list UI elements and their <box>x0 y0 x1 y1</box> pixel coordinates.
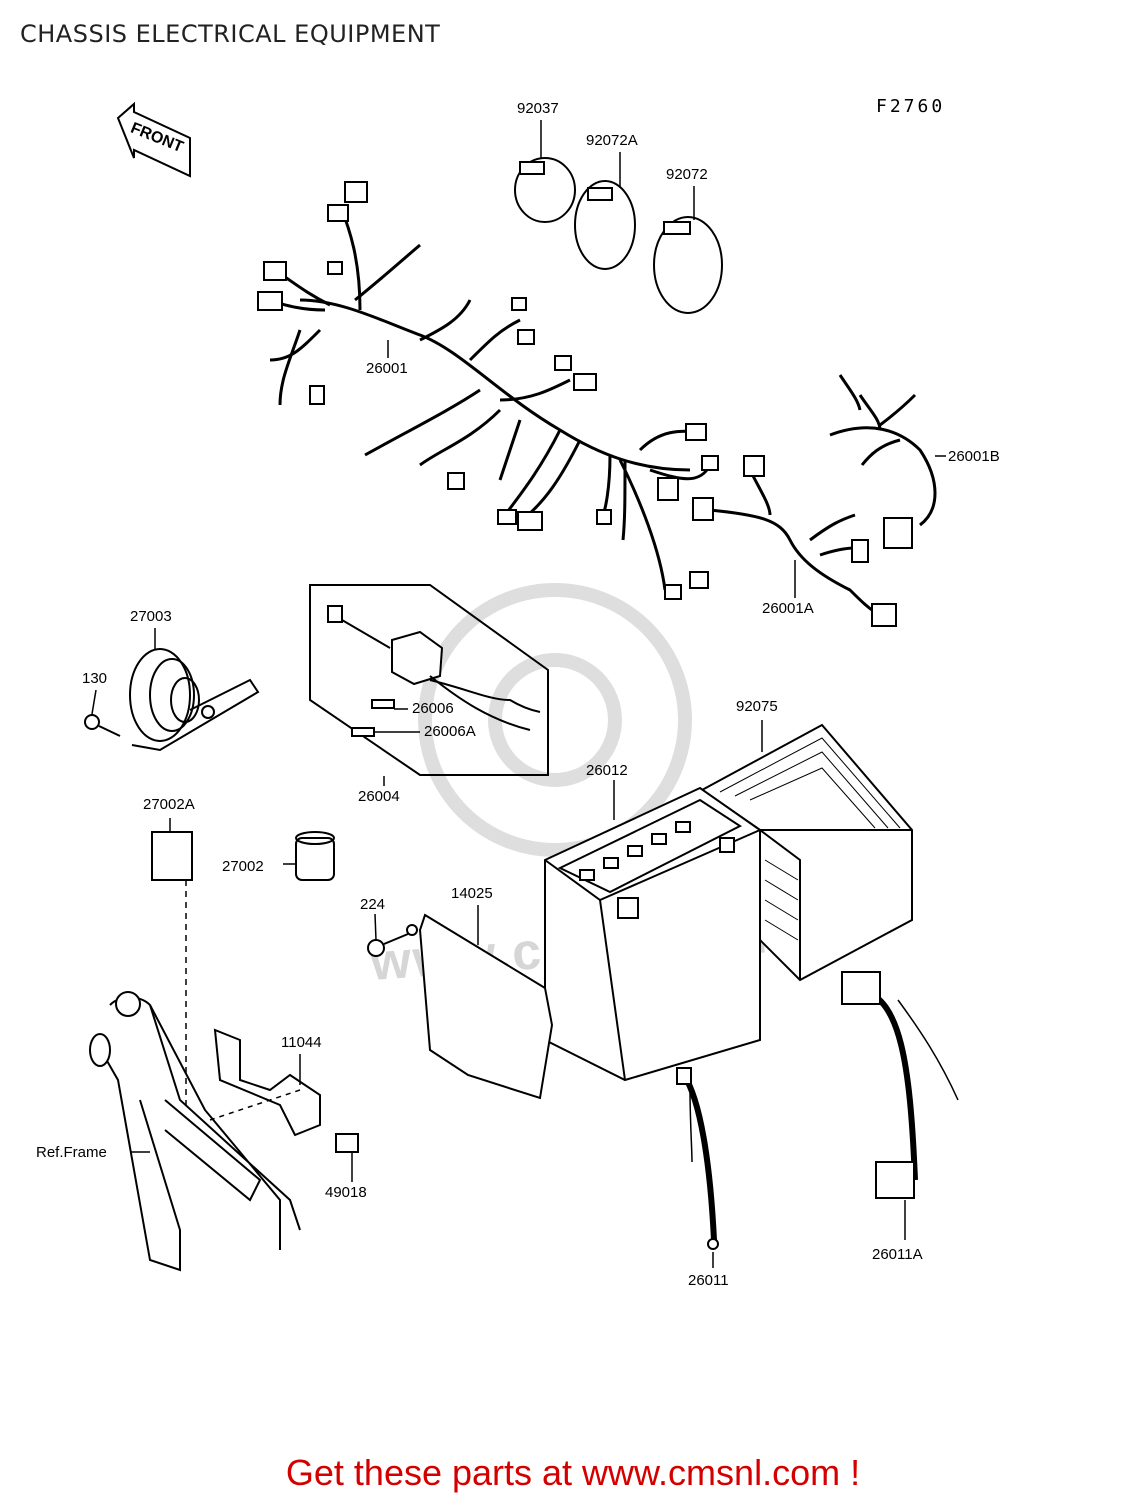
fuse-assembly-26004-icon <box>309 584 549 776</box>
watermark-logo <box>418 583 692 857</box>
part-label-26006A[interactable]: 26006A <box>424 723 476 740</box>
part-label-49018[interactable]: 49018 <box>325 1184 367 1201</box>
parts-diagram: FRONT <box>84 101 959 1272</box>
cable-26011A-icon <box>841 971 959 1240</box>
connector-49018-icon <box>335 1133 359 1182</box>
front-arrow-icon: FRONT <box>116 101 191 178</box>
footer-parts-link[interactable]: Get these parts at www.cmsnl.com ! <box>285 1452 861 1493</box>
harness-connectors-icon <box>257 181 719 600</box>
part-label-26012[interactable]: 26012 <box>586 762 628 779</box>
page-title: CHASSIS ELECTRICAL EQUIPMENT <box>20 20 441 48</box>
part-label-27002A[interactable]: 27002A <box>143 796 195 813</box>
part-label-224[interactable]: 224 <box>360 896 386 913</box>
cable-26011-icon <box>676 1067 719 1268</box>
battery-26012-icon <box>544 780 761 1082</box>
part-label-92072[interactable]: 92072 <box>666 166 708 183</box>
part-label-11044[interactable]: 11044 <box>281 1034 322 1051</box>
clamp-92072A-icon <box>574 180 636 270</box>
part-label-26011A[interactable]: 26011A <box>872 1246 923 1263</box>
screw-224-icon <box>367 913 409 957</box>
main-harness-26001-icon <box>267 204 712 591</box>
part-label-26006[interactable]: 26006 <box>412 700 454 717</box>
relay-27002-icon <box>283 831 335 881</box>
part-label-26001B[interactable]: 26001B <box>948 448 1000 465</box>
part-label-26001A[interactable]: 26001A <box>762 600 814 617</box>
clamp-92037-icon <box>514 157 576 223</box>
part-label-26001[interactable]: 26001 <box>366 360 408 377</box>
part-label-27003[interactable]: 27003 <box>130 608 172 625</box>
part-label-92072A[interactable]: 92072A <box>586 132 638 149</box>
part-label-92037[interactable]: 92037 <box>517 100 559 117</box>
part-label-92075[interactable]: 92075 <box>736 698 778 715</box>
part-label-ref-frame: Ref.Frame <box>36 1144 107 1161</box>
cover-27002A-icon <box>151 818 193 1110</box>
part-label-26004[interactable]: 26004 <box>358 788 400 805</box>
diagram-code: F2760 <box>876 96 946 117</box>
part-label-130[interactable]: 130 <box>82 670 108 687</box>
clamp-92072-icon <box>653 216 723 314</box>
plate-14025-icon <box>406 905 554 1100</box>
horn-27003-icon <box>129 648 260 752</box>
part-label-14025[interactable]: 14025 <box>451 885 493 902</box>
part-label-26011[interactable]: 26011 <box>688 1272 729 1289</box>
sub-harness-26001B-icon <box>829 374 937 527</box>
part-label-27002[interactable]: 27002 <box>222 858 264 875</box>
battery-case-92075-icon <box>700 720 913 982</box>
bolt-130-icon <box>84 714 121 737</box>
bracket-11044-icon <box>209 1028 321 1137</box>
frame-icon <box>89 991 301 1272</box>
